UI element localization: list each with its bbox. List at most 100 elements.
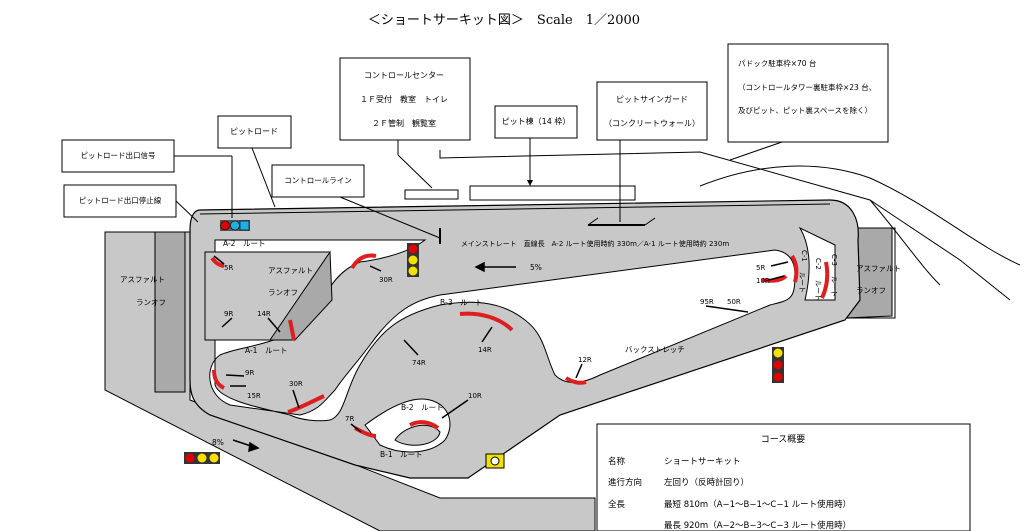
arrow-icon xyxy=(350,423,362,433)
radius-label: 30R xyxy=(379,276,393,284)
curb xyxy=(350,253,377,270)
callout-text: ２Ｆ管制 観覧室 xyxy=(372,118,436,128)
signal-light-red xyxy=(773,360,783,370)
route-label-c2: C-2 xyxy=(814,258,822,270)
radius-label: 14R xyxy=(257,310,271,318)
callout-text: コントロールライン xyxy=(284,176,352,185)
traffic-signal-icon xyxy=(772,347,784,383)
callout-box xyxy=(727,43,889,143)
corner-radii: 5R 30R 9R 14R 9R 15R 30R 74R 14R 7R 10R … xyxy=(224,264,770,423)
callout-pit-exit-signal: ピットロード出口信号 xyxy=(61,139,233,218)
pit-building xyxy=(469,185,636,201)
curb xyxy=(212,369,225,390)
boundary-line-right xyxy=(699,165,1021,266)
signal-light-yellow xyxy=(773,348,783,358)
signal-light-blue xyxy=(230,220,240,231)
curb xyxy=(820,261,830,299)
callout-pit-sign-guard: ピットサインガード （コンクリートウォール） xyxy=(596,81,708,222)
callout-text: （コントロールタワー裏駐車枠×23 台、 xyxy=(738,82,876,92)
c-route-labels: C-1 ルート C-2 ルート C-3 ルート xyxy=(798,250,838,301)
radius-label: 15R xyxy=(247,392,261,400)
overview-row-label: 進行方向 xyxy=(608,477,642,488)
arrow-icon xyxy=(768,275,785,281)
runoff-label: ランオフ xyxy=(856,286,886,295)
radius-label: 9R xyxy=(224,310,233,318)
leader-line xyxy=(339,196,441,239)
radius-label: 5R xyxy=(756,264,765,272)
signal-light-yellow xyxy=(197,453,207,463)
camera-icon xyxy=(485,453,505,469)
overview-row-label: 名称 xyxy=(608,456,626,467)
callout-box xyxy=(63,184,177,218)
pit-wall-end xyxy=(587,217,599,226)
arrow-icon xyxy=(770,261,789,267)
callout-pit-exit-stop-line: ピットロード出口停止線 xyxy=(63,184,199,223)
overview-row-value: 最長 920m（A−2〜B−3〜C−3 ルート使用時） xyxy=(664,520,851,531)
callout-text: ピットサインガード xyxy=(616,94,688,104)
curb xyxy=(459,311,514,332)
overview-row-value: 最短 810m（A−1〜B−1〜C−1 ルート使用時） xyxy=(664,499,851,510)
route-label-b3: B-3 ルート xyxy=(440,298,483,307)
overview-row-value: 左回り（反時計回り） xyxy=(664,477,749,488)
signal-light-red xyxy=(220,220,230,231)
radius-label: 9R xyxy=(245,369,254,377)
radius-label: 7R xyxy=(345,415,354,423)
callout-box xyxy=(271,164,365,198)
runoff-label: ランオフ xyxy=(268,288,298,297)
signal-light-yellow xyxy=(209,453,219,463)
radius-label: 14R xyxy=(478,346,492,354)
runoff-label: アスファルト xyxy=(856,264,901,273)
leader-line xyxy=(729,141,783,161)
runoff-label: アスファルト xyxy=(120,275,165,284)
curb xyxy=(288,319,296,341)
callout-text: 及びピット、ピット裏スペースを除く） xyxy=(738,105,872,115)
signal-light-yellow xyxy=(408,266,418,276)
radius-label: 30R xyxy=(289,380,303,388)
callout-text: ピットロード出口信号 xyxy=(81,150,156,160)
callout-pit-building: ピット棟（14 枠） xyxy=(494,105,578,186)
radius-label: 74R xyxy=(412,359,426,367)
arrow-icon xyxy=(474,261,485,273)
traffic-signal-icon xyxy=(220,220,250,231)
callout-text: ピットロード出口停止線 xyxy=(79,195,162,205)
traffic-signal-icon xyxy=(407,243,419,277)
callout-text: １Ｆ受付 教室 トイレ xyxy=(360,94,448,104)
callout-text: ピット棟（14 枠） xyxy=(502,116,571,126)
callout-control-center: コントロールセンター １Ｆ受付 教室 トイレ ２Ｆ管制 観覧室 xyxy=(339,57,471,189)
curb xyxy=(564,376,587,385)
curb xyxy=(409,420,440,430)
arrow-icon xyxy=(481,326,493,343)
curb xyxy=(287,394,325,414)
overview-row-value: ショートサーキット xyxy=(664,457,741,467)
callout-pit-road: ピットロード xyxy=(217,115,292,208)
arrow-icon xyxy=(441,399,469,419)
leader-line xyxy=(397,154,433,189)
curb xyxy=(761,274,788,283)
signal-light-blue xyxy=(239,220,250,231)
callout-box xyxy=(217,115,292,149)
boundary-line-inner xyxy=(869,199,941,286)
arrow-icon xyxy=(225,374,245,377)
boundary-line xyxy=(439,150,1011,301)
callout-box xyxy=(596,81,708,141)
callout-text: （コンクリートウォール） xyxy=(604,119,700,128)
runoff-left-block xyxy=(154,231,186,393)
arrow-icon xyxy=(213,255,225,265)
arrow-icon xyxy=(705,305,749,313)
slope-label: 5% xyxy=(530,263,542,272)
runoff-label: ランオフ xyxy=(136,298,166,307)
overview-heading: コース概要 xyxy=(761,433,806,445)
curb xyxy=(210,256,225,268)
runoff-label: アスファルト xyxy=(268,266,313,275)
radius-label: 10R xyxy=(468,392,482,400)
map-title: ＜ショートサーキット図＞ Scale 1／2000 xyxy=(368,13,640,28)
arrow-icon xyxy=(248,441,260,453)
radius-label: 95R xyxy=(700,298,714,306)
callout-control-line: コントロールライン xyxy=(271,164,441,239)
leader-line xyxy=(175,200,199,223)
radius-label: 12R xyxy=(578,356,592,364)
callout-paddock: パドック駐車枠×70 台 （コントロールタワー裏駐車枠×23 台、 及びピット、… xyxy=(727,43,889,161)
arrow-icon xyxy=(221,317,233,328)
route-label-c1: C-1 xyxy=(800,250,808,262)
